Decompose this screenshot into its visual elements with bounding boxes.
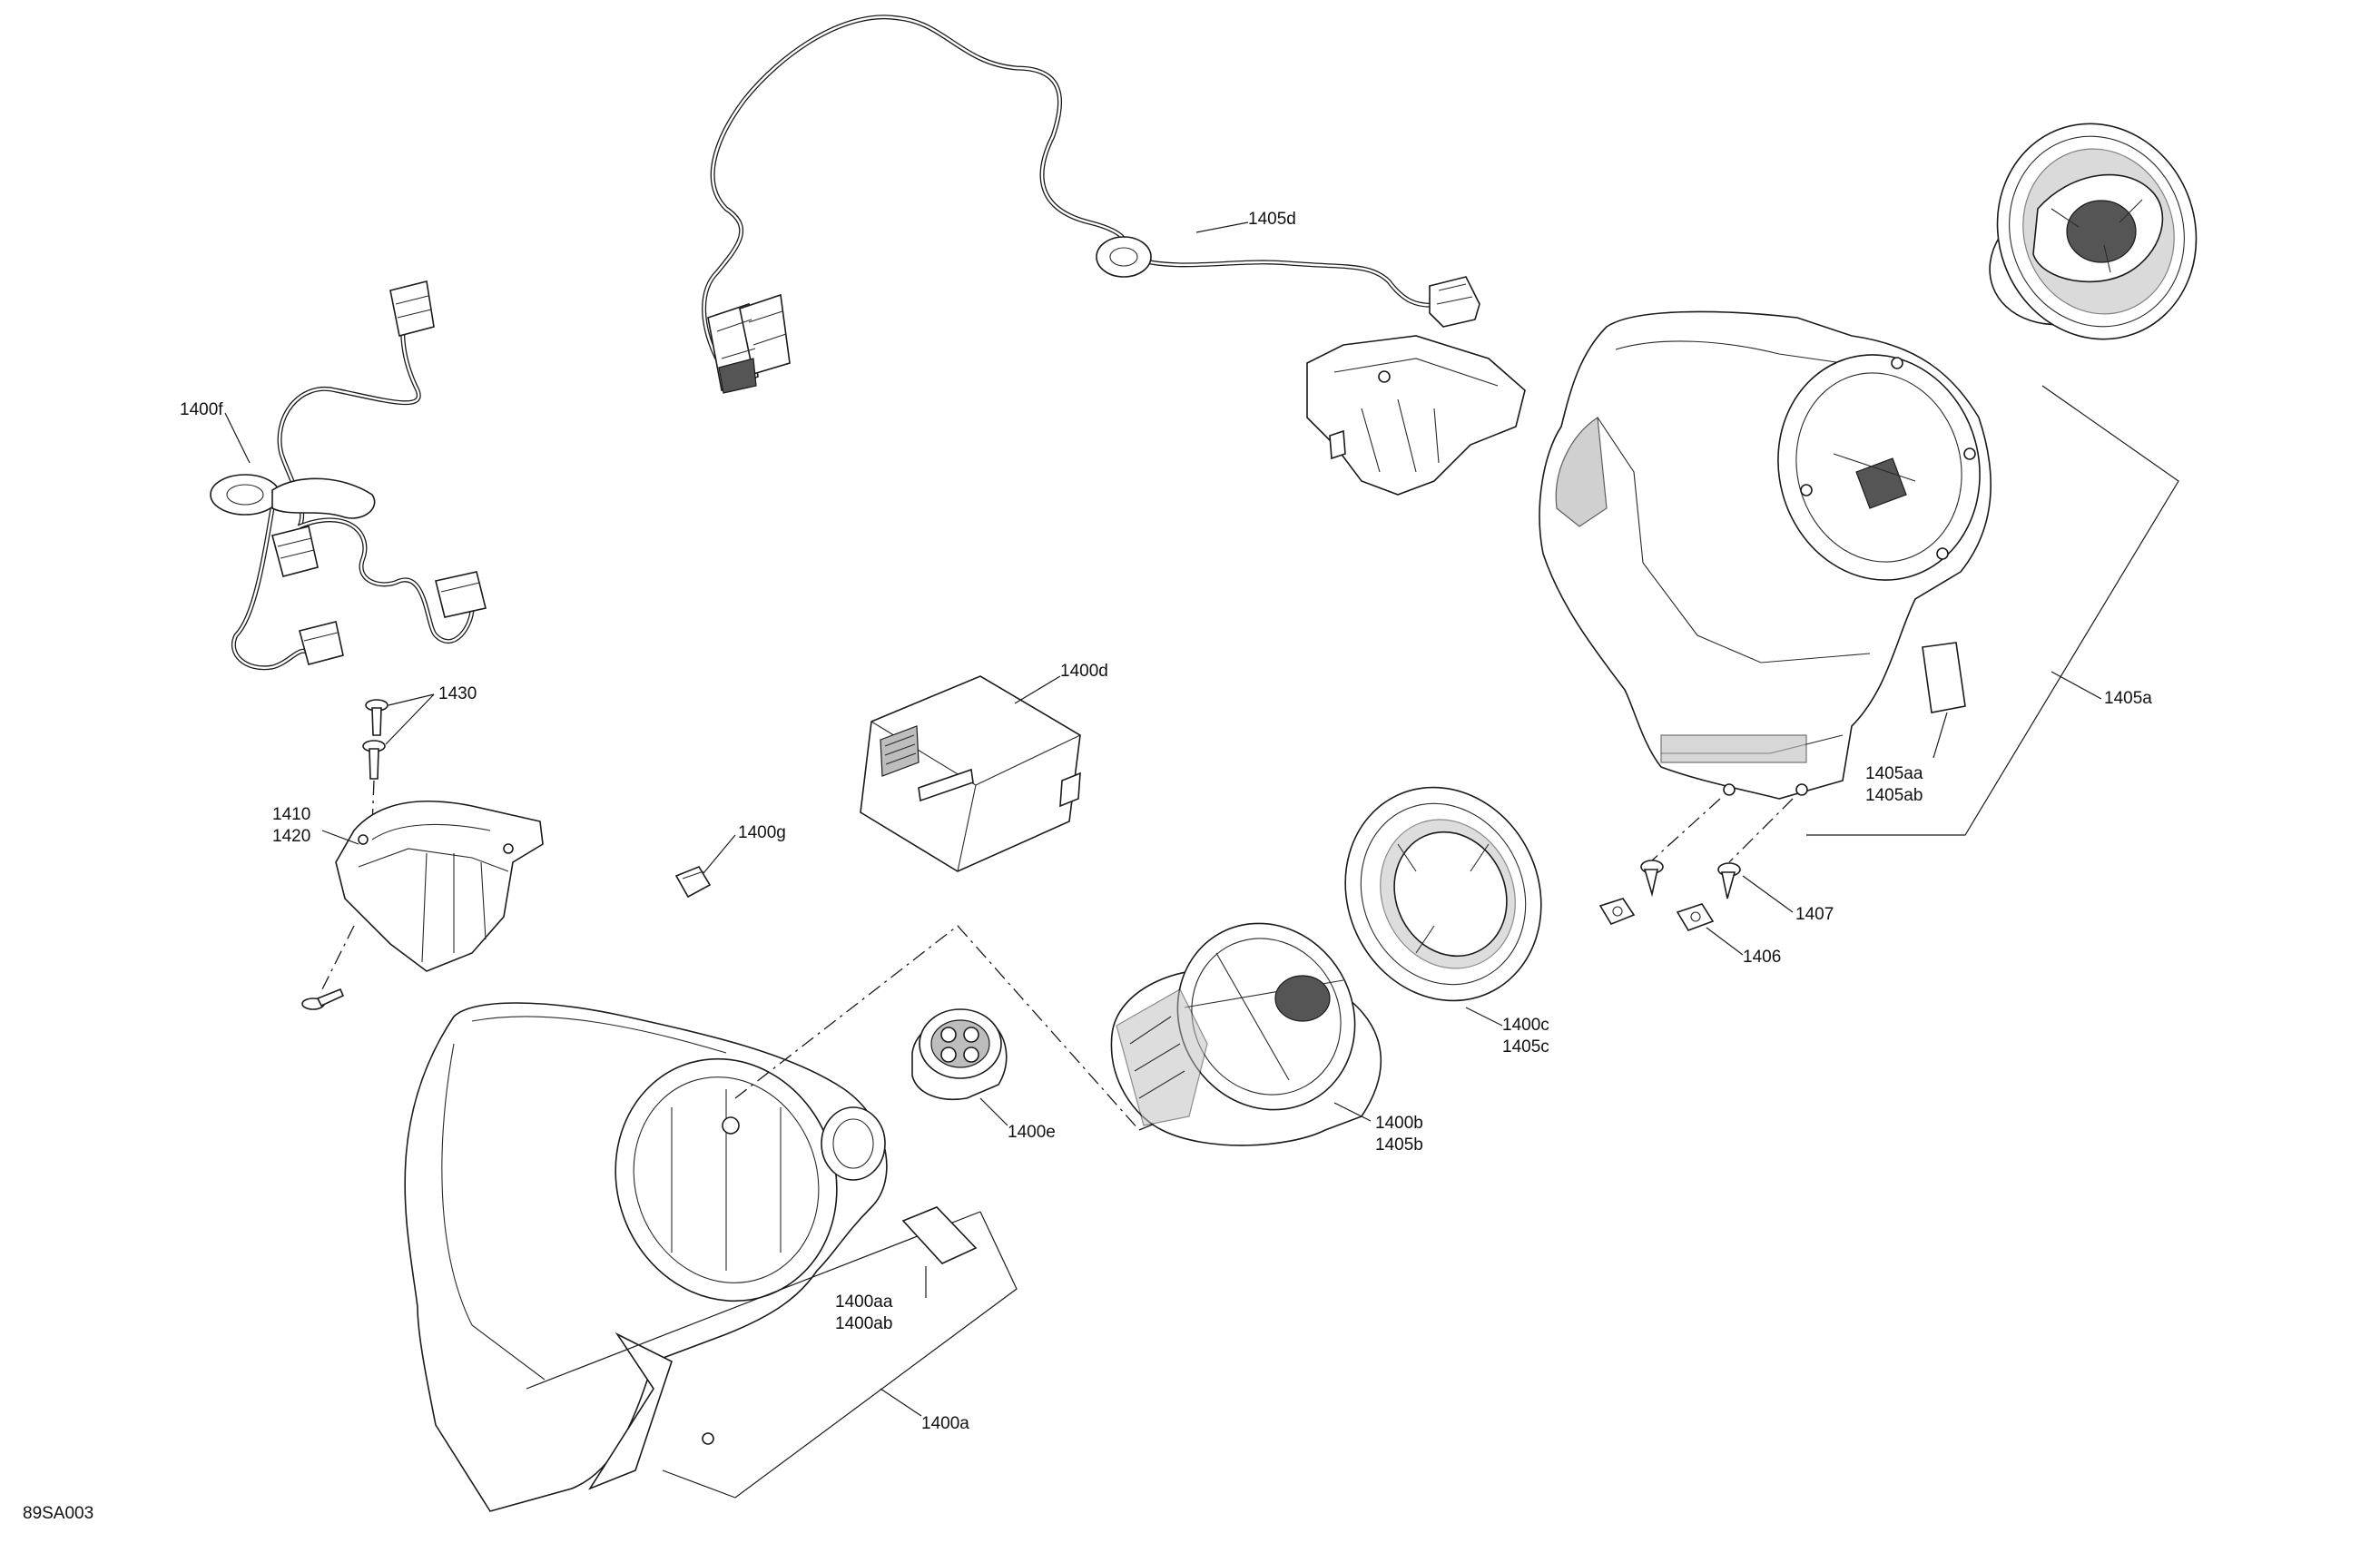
callout-1400e: 1400e: [979, 1097, 1056, 1142]
enclosure-1405a: [1539, 310, 1992, 800]
label-1405d: 1405d: [1248, 210, 1296, 229]
grille-ring-1400c: [1344, 786, 1542, 1002]
callout-1400aa-1400ab: 1400aa 1400ab: [835, 1266, 927, 1333]
label-1400e: 1400e: [1008, 1123, 1056, 1142]
callout-1400a: 1400a: [880, 1388, 969, 1433]
label-1400c: 1400c: [1502, 1016, 1549, 1035]
label-1400a: 1400a: [921, 1414, 969, 1433]
callout-1407: 1407: [1742, 875, 1834, 924]
plug-1400g: [674, 866, 712, 899]
speaker-1400b: [1110, 922, 1382, 1146]
label-1405b: 1405b: [1375, 1135, 1423, 1155]
harness-1400f: [210, 280, 487, 671]
label-1407: 1407: [1795, 905, 1834, 924]
nuts-1406: [1598, 898, 1715, 931]
label-1405ab: 1405ab: [1865, 786, 1923, 805]
label-1410: 1410: [272, 805, 310, 824]
label-plate-1405aa: [1922, 642, 1966, 713]
label-1420: 1420: [272, 827, 310, 846]
harness-1405d: [702, 15, 1480, 394]
callout-1410-1420: 1410 1420: [272, 805, 359, 846]
label-1400f: 1400f: [180, 400, 223, 419]
callout-1406: 1406: [1706, 927, 1781, 967]
label-plate-1400aa: [901, 1206, 978, 1264]
amplifier-1400d: [860, 675, 1081, 872]
screws-1407: [1640, 798, 1794, 899]
label-1400b: 1400b: [1375, 1114, 1423, 1133]
callout-1405d: 1405d: [1195, 210, 1296, 233]
callout-1400b-1405b: 1400b 1405b: [1333, 1102, 1423, 1155]
callout-1400f: 1400f: [180, 400, 251, 464]
label-1430: 1430: [438, 684, 477, 703]
callout-1400g: 1400g: [703, 823, 786, 874]
label-1400g: 1400g: [738, 823, 786, 842]
callout-1400c-1405c: 1400c 1405c: [1465, 1007, 1549, 1057]
label-1405c: 1405c: [1502, 1037, 1549, 1057]
callout-1430: 1430: [385, 684, 477, 745]
callout-1405aa-1405ab: 1405aa 1405ab: [1865, 712, 1948, 805]
label-1406: 1406: [1743, 948, 1781, 967]
label-1405aa: 1405aa: [1865, 764, 1923, 783]
label-1400aa: 1400aa: [835, 1292, 893, 1312]
label-1400d: 1400d: [1060, 662, 1108, 681]
speaker-grille-top-right: [1989, 123, 2198, 340]
label-1400ab: 1400ab: [835, 1314, 892, 1333]
screws-1430: [362, 699, 388, 827]
screw-1410-bottom: [301, 925, 355, 1010]
bracket-top-center: [1306, 335, 1526, 496]
tweeter-1400e: [911, 1008, 1008, 1100]
bracket-1410: [335, 800, 544, 972]
drawing-id: 89SA003: [23, 1504, 94, 1523]
label-1405a: 1405a: [2104, 689, 2152, 708]
callout-1405a: 1405a: [2051, 671, 2152, 708]
enclosure-1400a: [404, 1002, 888, 1512]
callout-1400d: 1400d: [1014, 662, 1108, 704]
